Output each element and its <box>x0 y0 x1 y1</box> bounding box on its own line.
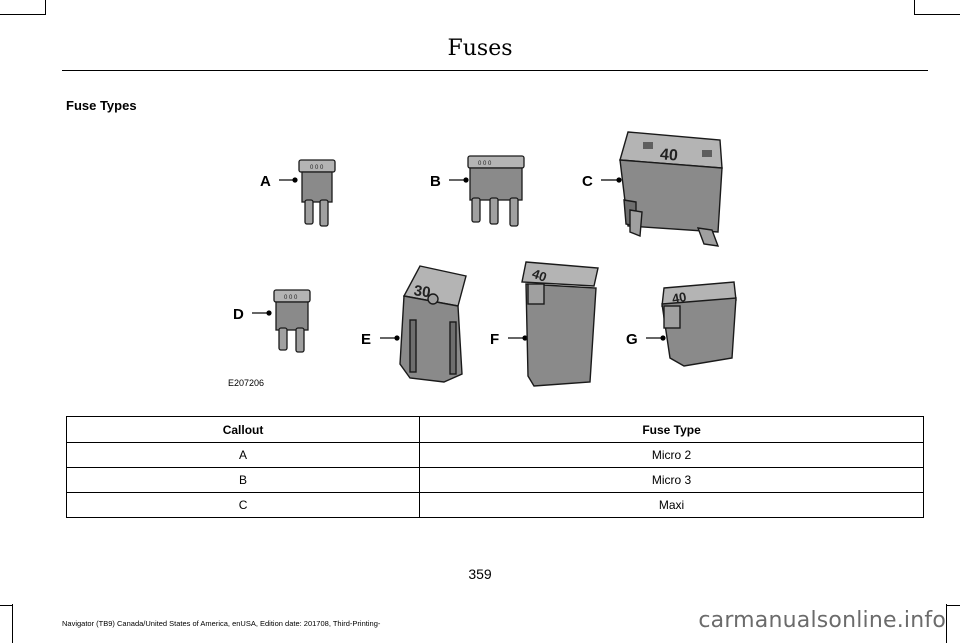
svg-text:0 0 0: 0 0 0 <box>310 165 324 171</box>
fuse-d-micro2: 0 0 0 <box>273 289 311 353</box>
fuse-b-micro3: 0 0 0 <box>467 155 525 227</box>
crop-mark <box>0 14 46 15</box>
callout-e: E <box>361 331 371 348</box>
fuse-types-illustration: A B C D E F G 0 0 0 0 0 0 <box>233 131 737 387</box>
table-cell-fuse-type: Micro 3 <box>419 467 924 493</box>
crop-mark <box>947 605 960 606</box>
table-cell-fuse-type: Micro 2 <box>419 442 924 468</box>
table-header-row: Callout Fuse Type <box>65 416 924 443</box>
fuse-c-maxi <box>619 131 723 247</box>
fuse-g-lowprofile <box>661 281 737 367</box>
watermark: carmanualsonline.info <box>698 608 946 633</box>
column-header-callout: Callout <box>65 416 421 443</box>
fuse-types-table: Callout Fuse Type A Micro 2 B Micro 3 C … <box>65 416 924 518</box>
footer-edition-text: Navigator (TB9) Canada/United States of … <box>62 619 381 628</box>
svg-text:0 0 0: 0 0 0 <box>284 295 298 301</box>
callout-g: G <box>626 331 638 348</box>
callout-c: C <box>582 173 593 190</box>
crop-mark <box>12 604 13 643</box>
fuse-c-marking: 40 <box>659 146 678 164</box>
callout-a: A <box>260 173 271 190</box>
crop-mark <box>914 14 960 15</box>
header-divider <box>62 70 928 71</box>
fuse-g-marking: 40 <box>671 289 688 306</box>
page-number: 359 <box>468 566 492 582</box>
callout-b: B <box>430 173 441 190</box>
fuse-f-marking: 40 <box>530 266 549 285</box>
fuse-f-jcase <box>521 261 599 387</box>
table-cell-fuse-type: Maxi <box>419 492 924 518</box>
crop-mark <box>45 0 46 14</box>
crop-mark <box>946 604 947 643</box>
page-header-title: Fuses <box>447 36 513 61</box>
fuse-a-micro2: 0 0 0 <box>298 159 336 227</box>
svg-text:0 0 0: 0 0 0 <box>478 161 492 167</box>
figure-id: E207206 <box>228 378 265 388</box>
table-row: C Maxi <box>65 492 924 518</box>
callout-f: F <box>490 331 499 348</box>
table-cell-callout: B <box>65 467 421 493</box>
leader-lines <box>252 177 666 341</box>
table-row: A Micro 2 <box>65 442 924 468</box>
crop-mark <box>0 605 12 606</box>
crop-mark <box>914 0 915 14</box>
fuse-e-cartridge <box>399 265 467 383</box>
table-row: B Micro 3 <box>65 467 924 493</box>
column-header-fuse-type: Fuse Type <box>419 416 924 443</box>
table-cell-callout: C <box>65 492 421 518</box>
section-heading: Fuse Types <box>66 98 137 113</box>
table-cell-callout: A <box>65 442 421 468</box>
callout-d: D <box>233 306 244 323</box>
fuse-e-marking: 30 <box>413 282 432 301</box>
